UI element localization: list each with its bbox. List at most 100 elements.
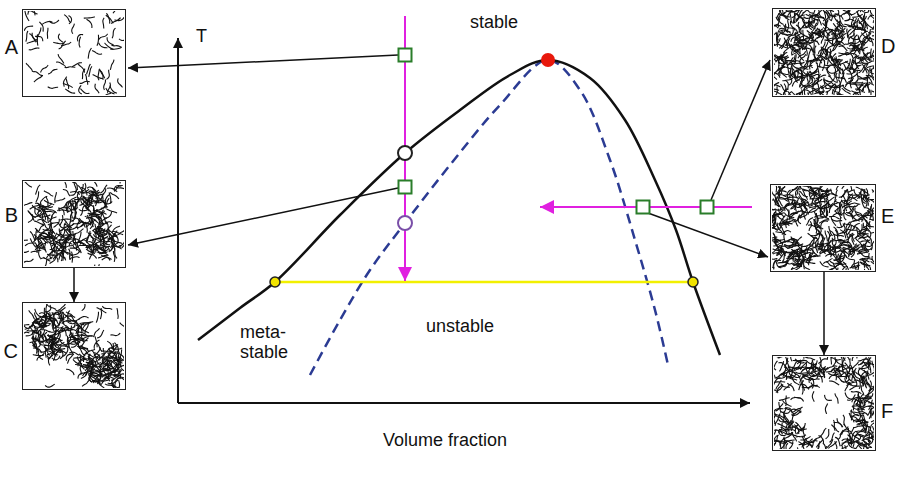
polymer-chain (827, 54, 830, 64)
polymer-chain (49, 340, 53, 350)
polymer-chain (36, 340, 47, 341)
polymer-chain (789, 210, 790, 221)
polymer-chain (779, 71, 789, 74)
polymer-chain (825, 404, 827, 414)
polymer-chain (92, 50, 102, 54)
polymer-chain (798, 22, 799, 33)
polymer-chain (110, 333, 120, 336)
polymer-chain (872, 31, 874, 36)
polymer-chain (774, 33, 776, 42)
polymer-chain (73, 241, 77, 251)
polymer-chain (869, 400, 873, 410)
polymer-chain (38, 332, 47, 338)
polymer-chain (774, 38, 780, 45)
polymer-chain (862, 64, 867, 73)
polymer-chain (37, 238, 42, 247)
polymer-chain (774, 73, 775, 80)
polymer-chain (798, 245, 802, 255)
polymer-chain (789, 213, 797, 217)
polymer-chain (799, 31, 808, 37)
polymer-chain (840, 248, 844, 258)
polymer-chain (792, 49, 801, 55)
polymer-chain (46, 311, 47, 322)
polymer-chain (40, 196, 47, 204)
polymer-chain (779, 223, 785, 232)
polymer-chain (37, 325, 47, 329)
polymer-chain (838, 241, 849, 243)
polymer-chain (818, 215, 829, 218)
polymer-chain (867, 228, 871, 238)
polymer-chain (26, 63, 33, 72)
polymer-chain (786, 217, 788, 228)
polymer-chain (867, 25, 874, 31)
polymer-chain (838, 254, 841, 264)
polymer-chain (778, 187, 785, 195)
polymer-chain (873, 58, 874, 68)
polymer-chain (809, 379, 820, 380)
polymer-chain (842, 88, 851, 94)
polymer-chain (113, 343, 115, 354)
polymer-chain (789, 92, 792, 95)
polymer-chain (47, 355, 50, 365)
polymer-chain (839, 205, 841, 216)
polymer-chain (102, 348, 105, 358)
polymer-chain (844, 24, 854, 28)
polymer-chain (789, 188, 798, 195)
polymer-chain (774, 38, 775, 45)
polymer-chain (871, 231, 874, 233)
polymer-chain (48, 69, 57, 74)
polymer-chain (772, 258, 777, 260)
polymer-chain (102, 306, 112, 309)
inset-texture (774, 10, 874, 95)
polymer-chain (47, 28, 49, 39)
polymer-chain (53, 42, 64, 43)
polymer-chain (813, 54, 817, 64)
polymer-chain (780, 222, 790, 225)
polymer-chain (97, 330, 104, 338)
polymer-chain (809, 69, 817, 73)
polymer-chain (63, 323, 69, 331)
polymer-chain (113, 11, 120, 13)
polymer-chain (844, 210, 846, 220)
polymer-chain (28, 11, 30, 15)
polymer-chain (868, 10, 871, 12)
polymer-chain (58, 315, 68, 318)
polymer-chain (87, 64, 91, 74)
polymer-chain (107, 361, 109, 372)
polymer-chain (69, 352, 79, 355)
polymer-chain (806, 253, 811, 262)
polymer-chain (785, 256, 793, 263)
polymer-chain (775, 86, 778, 95)
polymer-chain (850, 220, 860, 223)
polymer-chain (854, 214, 864, 216)
polymer-chain (66, 369, 74, 375)
polymer-chain (868, 226, 874, 229)
polymer-chain (804, 58, 808, 68)
polymer-chain (98, 374, 101, 384)
polymer-chain (772, 199, 774, 201)
polymer-chain (845, 196, 853, 201)
polymer-chain (51, 243, 62, 244)
polymer-chain (872, 206, 874, 212)
polymer-chain (96, 206, 106, 210)
polymer-chain (790, 195, 793, 205)
polymer-chain (829, 203, 837, 209)
polymer-chain (82, 322, 93, 324)
polymer-chain (58, 223, 66, 228)
polymer-chain (48, 232, 51, 243)
polymer-chain (33, 72, 43, 76)
polymer-chain (775, 260, 781, 268)
polymer-chain (39, 238, 50, 240)
polymer-chain (94, 340, 99, 349)
polymer-chain (813, 188, 823, 191)
polymer-chain (792, 92, 796, 95)
polymer-chain (785, 244, 795, 246)
polymer-chain (69, 208, 73, 217)
polymer-chain (29, 11, 36, 15)
polymer-chain (822, 60, 824, 71)
polymer-chain (34, 75, 43, 82)
polymer-chain (87, 233, 92, 243)
polymer-chain (67, 337, 72, 344)
polymer-chain (785, 199, 796, 201)
polymer-chain (792, 10, 800, 17)
